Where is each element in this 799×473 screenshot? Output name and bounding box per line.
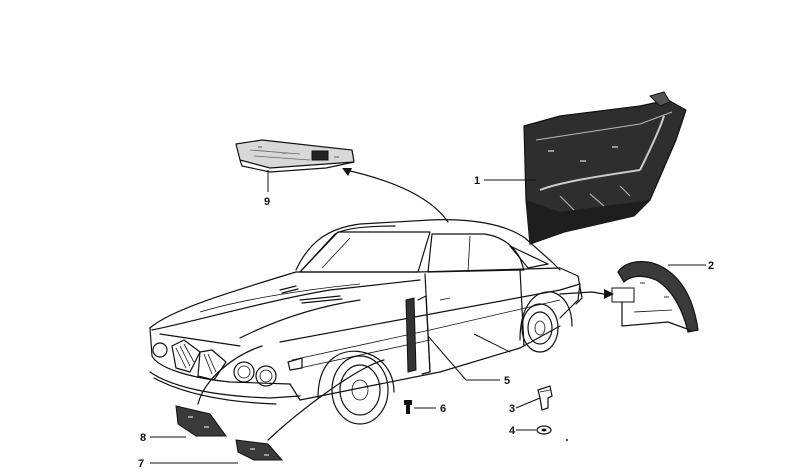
callout-5: 5	[504, 375, 510, 387]
callout-4: 4	[509, 425, 516, 437]
part-8-trim-pad	[175, 405, 227, 437]
callout-3: 3	[509, 403, 515, 415]
part-6-screw	[404, 400, 412, 414]
part-9-roof-pad	[235, 139, 355, 173]
part-3-clip	[537, 385, 553, 411]
car-illustration	[149, 219, 583, 425]
callout-8: 8	[140, 432, 146, 444]
callout-2: 2	[708, 260, 714, 272]
part-4-washer	[536, 425, 552, 435]
part-2-wheel-arch-trim	[611, 261, 699, 333]
callout-1: 1	[474, 175, 480, 187]
part-1-door-trim-panel	[523, 91, 687, 245]
callout-7: 7	[138, 458, 144, 470]
part-7-trim-pad	[235, 439, 284, 461]
callout-9: 9	[264, 196, 270, 208]
callout-6: 6	[440, 403, 446, 415]
leader-lines	[150, 168, 706, 464]
callout-labels: 1 2 3 4 5 6 7 8 9	[138, 175, 714, 470]
